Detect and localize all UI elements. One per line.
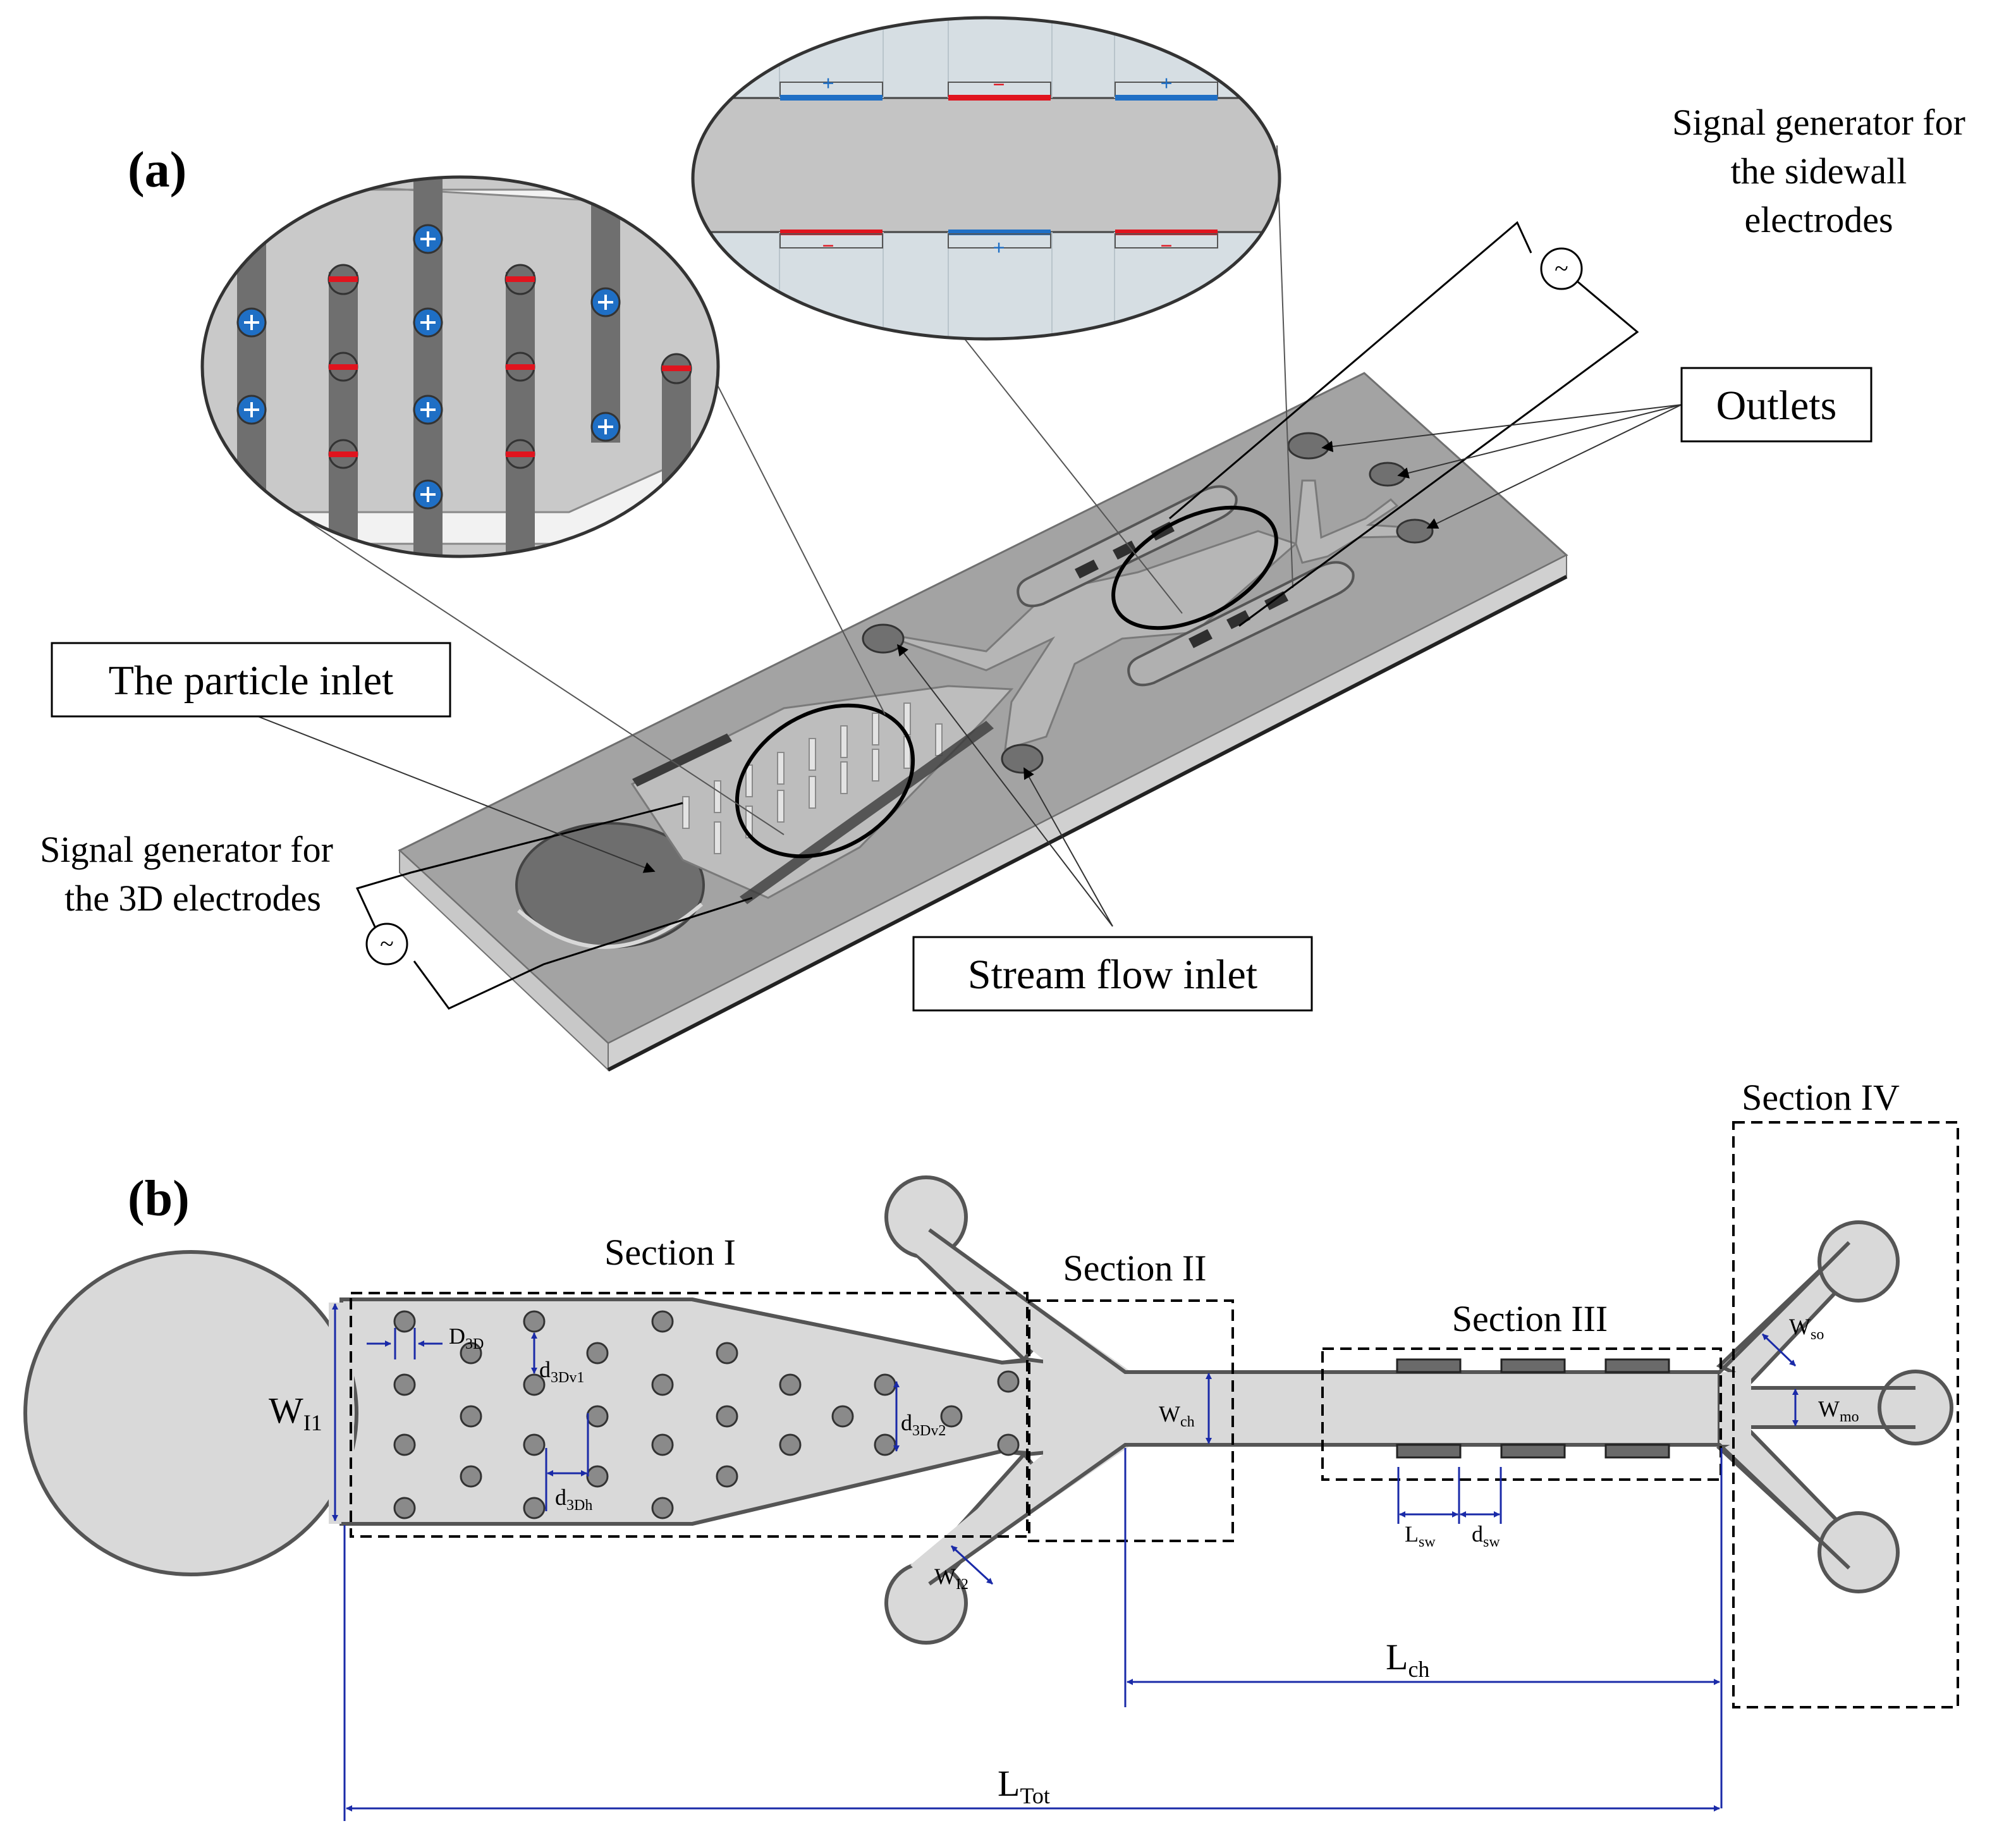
label-sig-3d: Signal generator for the 3D electrodes [40, 829, 333, 919]
sidewall-sign-bottom-1: − [822, 235, 834, 258]
section-boxes [350, 1121, 1959, 1708]
sidewall-sign-top-2: − [993, 73, 1005, 97]
panel-a: (a) [40, 16, 1965, 1072]
dimension-lines [332, 1303, 1799, 1821]
stream-inlet-well-2 [1001, 744, 1044, 774]
label-particle-inlet: The particle inlet [51, 642, 451, 718]
section-1-label: Section I [604, 1232, 736, 1273]
dim-d3Dh: d3Dh [555, 1485, 592, 1514]
dim-WI1: WI1 [269, 1390, 322, 1435]
sidewall-electrode-pads [1396, 1358, 1670, 1459]
sidewall-sign-bottom-2: + [993, 236, 1005, 260]
dim-dsw: dsw [1472, 1521, 1500, 1550]
panel-b-label: (b) [128, 1171, 190, 1227]
section-1-box [350, 1292, 1029, 1538]
zoom-region-3d [735, 703, 915, 859]
label-outlets: Outlets [1680, 367, 1872, 443]
svg-text:~: ~ [1555, 254, 1568, 283]
svg-text:~: ~ [380, 929, 394, 958]
outlet-well-3 [1396, 518, 1434, 544]
inset-3d-electrodes [200, 175, 720, 558]
sidewall-sign-top-1: + [822, 72, 834, 95]
inset-sidewall-electrodes: + − + − + − [691, 16, 1281, 341]
svg-text:the sidewall: the sidewall [1731, 150, 1907, 192]
dim-Wmo: Wmo [1818, 1396, 1859, 1425]
svg-text:electrodes: electrodes [1744, 199, 1893, 240]
svg-text:Stream flow inlet: Stream flow inlet [968, 952, 1257, 998]
electrode-post-array [393, 1310, 1020, 1519]
sigsw-source-icon: ~ [1540, 247, 1583, 290]
inset-negative-electrodes [328, 276, 691, 469]
svg-text:The particle inlet: The particle inlet [109, 658, 394, 704]
outlet-well-1 [1287, 432, 1330, 460]
inset-positive-electrodes [236, 224, 621, 510]
dim-LTot: LTot [998, 1763, 1050, 1808]
dim-Lch: Lch [1386, 1636, 1429, 1682]
section-3-box [1321, 1347, 1722, 1481]
label-sig-sidewall: Signal generator for the sidewall electr… [1672, 102, 1965, 240]
panel-b: (b) [23, 1077, 1959, 1821]
dim-Wso: Wso [1789, 1314, 1824, 1343]
dim-d3Dv1: d3Dv1 [539, 1357, 584, 1386]
section-4-box [1732, 1121, 1959, 1708]
svg-text:Outlets: Outlets [1716, 383, 1837, 429]
label-pointers [252, 404, 1682, 927]
zoom-region-sidewall [1111, 505, 1278, 630]
sig3d-source-icon: ~ [365, 923, 408, 966]
sidewall-sign-top-3: + [1160, 72, 1172, 95]
signal-wires [355, 221, 1639, 1010]
svg-text:the 3D electrodes: the 3D electrodes [64, 878, 321, 919]
outlet-well-2 [1369, 462, 1407, 487]
section-2-label: Section II [1063, 1248, 1206, 1289]
dim-D3D: D3D [449, 1323, 484, 1352]
dim-WI2: WI2 [934, 1564, 968, 1593]
microfluidic-chip [398, 372, 1568, 1072]
panel-a-label: (a) [128, 142, 186, 198]
dim-Wch: Wch [1159, 1401, 1195, 1430]
section-2-box [1028, 1299, 1234, 1542]
stream-inlet-well-1 [862, 623, 905, 654]
section-4-label: Section IV [1742, 1077, 1900, 1118]
sidewall-sign-bottom-3: − [1160, 235, 1172, 258]
dim-d3Dv2: d3Dv2 [901, 1410, 946, 1439]
dim-Lsw: Lsw [1405, 1521, 1436, 1550]
svg-text:Signal generator for: Signal generator for [40, 829, 333, 870]
section-3-label: Section III [1452, 1298, 1608, 1339]
label-stream-flow-inlet: Stream flow inlet [912, 936, 1313, 1012]
svg-text:Signal generator for: Signal generator for [1672, 102, 1965, 143]
